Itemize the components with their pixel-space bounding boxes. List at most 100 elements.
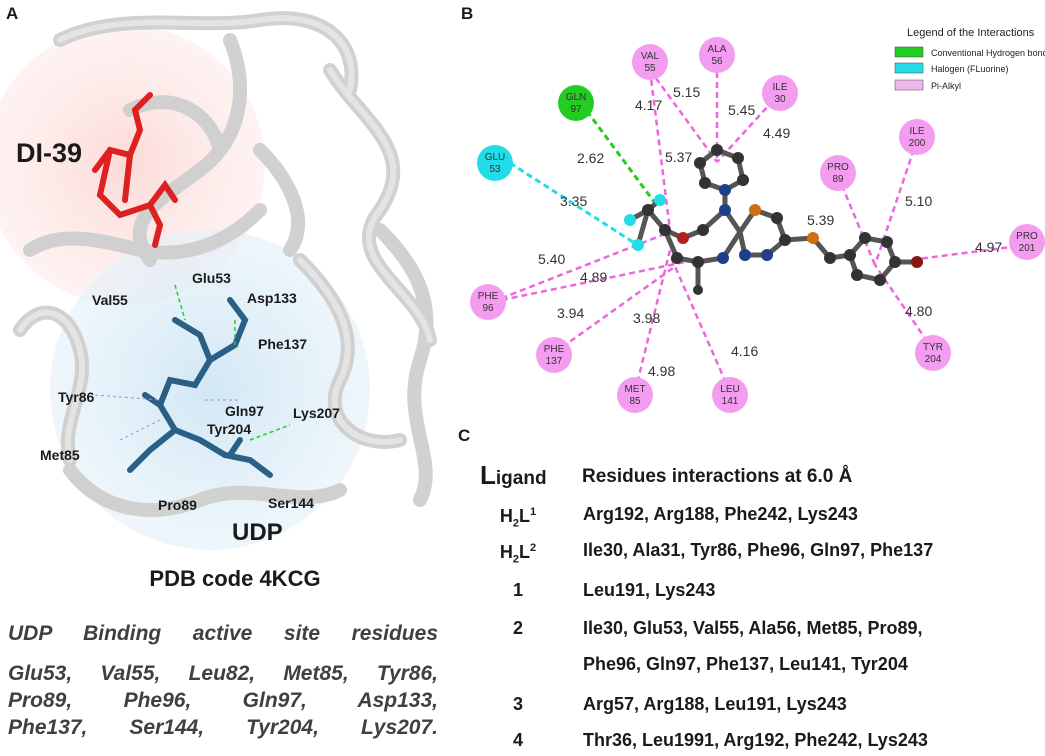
svg-text:85: 85 xyxy=(629,396,641,407)
svg-text:ALA: ALA xyxy=(708,44,727,55)
legend-swatch-halogen xyxy=(894,62,924,74)
table-row-residues: Phe96, Gln97, Phe137, Leu141, Tyr204 xyxy=(583,654,908,674)
ligand-atoms xyxy=(624,144,923,295)
svg-text:201: 201 xyxy=(1019,243,1036,254)
udp-binding-title: UDP Binding active site residues xyxy=(8,622,438,645)
table-row-ligand: 4 xyxy=(512,730,523,750)
table-row-residues: Thr36, Leu1991, Arg192, Phe242, Lys243 xyxy=(583,730,928,750)
panel-a-structure: A xyxy=(0,0,470,560)
distance-label: 3.94 xyxy=(557,305,584,321)
residue-node-phe137: PHE 137 xyxy=(536,337,572,373)
svg-text:137: 137 xyxy=(546,356,563,367)
distance-label: 5.10 xyxy=(905,193,932,209)
distance-label: 4.98 xyxy=(648,363,675,379)
distance-label: 4.17 xyxy=(635,97,662,113)
svg-text:PHE: PHE xyxy=(478,291,499,302)
residue-node-glu53: GLU 53 xyxy=(477,145,513,181)
svg-text:97: 97 xyxy=(570,104,582,115)
panel-c-residue-table: C Ligand Residues interactions at 6.0 Å … xyxy=(458,424,1045,756)
residue-label-asp133: Asp133 xyxy=(247,290,297,306)
distance-label: 4.97 xyxy=(975,239,1002,255)
svg-text:89: 89 xyxy=(832,174,844,185)
table-row-residues: Arg57, Arg188, Leu191, Lys243 xyxy=(583,694,847,714)
ligand-di39-sticks xyxy=(92,92,178,248)
residue-node-ile30: ILE 30 xyxy=(762,75,798,111)
distance-label: 3.35 xyxy=(560,193,587,209)
residue-node-phe96: PHE 96 xyxy=(470,284,506,320)
residue-node-gln97: GLN 97 xyxy=(558,85,594,121)
hbond-line xyxy=(579,102,657,204)
table-row-residues: Arg192, Arg188, Phe242, Lys243 xyxy=(583,504,858,524)
table-row-ligand: 3 xyxy=(512,694,523,714)
residue-node-ala56: ALA 56 xyxy=(699,37,735,73)
distance-label: 5.15 xyxy=(673,84,700,100)
table-row-ligand: H2L2 xyxy=(499,542,537,566)
udp-hbond-lines xyxy=(174,284,291,441)
table-header-ligand: Ligand xyxy=(480,460,547,490)
udp-pi-lines xyxy=(94,394,240,441)
residue-label-tyr204: Tyr204 xyxy=(207,421,251,437)
distance-label: 4.16 xyxy=(731,343,758,359)
svg-text:53: 53 xyxy=(489,164,501,175)
protein-ribbon-highlights xyxy=(17,15,433,463)
residue-label-glu53: Glu53 xyxy=(192,270,231,286)
distance-label: 5.45 xyxy=(728,102,755,118)
svg-text:200: 200 xyxy=(909,138,926,149)
residue-label-pro89: Pro89 xyxy=(158,497,197,513)
udp-residue-line: Glu53, Val55, Leu82, Met85, Tyr86, xyxy=(8,662,438,685)
residue-label-lys207: Lys207 xyxy=(293,405,340,421)
svg-text:30: 30 xyxy=(774,94,786,105)
svg-text:56: 56 xyxy=(711,56,723,67)
svg-text:141: 141 xyxy=(722,396,739,407)
svg-text:GLU: GLU xyxy=(485,152,506,163)
legend-title: Legend of the Interactions xyxy=(907,27,1035,39)
table-row-ligand: 1 xyxy=(512,580,523,600)
protein-structure-image: DI-39 UDP Glu53 Val55 Asp133 Phe137 Tyr8… xyxy=(0,11,437,550)
udp-label: UDP xyxy=(232,519,283,546)
panel-c-letter: C xyxy=(458,426,471,445)
distance-label: 5.39 xyxy=(807,212,834,228)
legend-swatch-pi-alkyl xyxy=(894,79,924,91)
residue-label-tyr86: Tyr86 xyxy=(58,389,95,405)
legend-swatch-hbond xyxy=(894,46,924,58)
table-row-residues: Leu191, Lys243 xyxy=(583,580,716,600)
panel-b-interaction-diagram: B Legend of the Interactions Conventiona… xyxy=(455,0,1045,420)
residue-node-met85: MET 85 xyxy=(617,377,653,413)
svg-text:96: 96 xyxy=(482,303,494,314)
distance-labels: 4.17 5.15 5.45 4.49 2.62 5.37 3.35 5.10 … xyxy=(538,84,1002,379)
svg-text:PHE: PHE xyxy=(544,344,565,355)
table-header-residues: Residues interactions at 6.0 Å xyxy=(582,466,853,487)
residue-node-val55: VAL 55 xyxy=(632,44,668,80)
table-row-residues: Ile30, Ala31, Tyr86, Phe96, Gln97, Phe13… xyxy=(583,540,934,560)
svg-text:ILE: ILE xyxy=(909,126,924,137)
udp-residue-line: Pro89, Phe96, Gln97, Asp133, xyxy=(8,689,438,712)
svg-text:VAL: VAL xyxy=(641,51,660,62)
residue-node-pro89: PRO 89 xyxy=(820,155,856,191)
ligand-di39-label: DI-39 xyxy=(16,138,82,168)
svg-text:LEU: LEU xyxy=(720,384,739,395)
panel-a-letter: A xyxy=(6,4,19,23)
residue-node-leu141: LEU 141 xyxy=(712,377,748,413)
panel-b-letter: B xyxy=(461,4,474,23)
residue-label-phe137: Phe137 xyxy=(258,336,307,352)
residue-label-gln97: Gln97 xyxy=(225,403,264,419)
legend-label-pi-alkyl: Pi-Alkyl xyxy=(931,81,961,91)
distance-label: 5.37 xyxy=(665,149,692,165)
residue-label-ser144: Ser144 xyxy=(268,495,314,511)
udp-sticks xyxy=(127,297,273,478)
svg-text:MET: MET xyxy=(624,384,645,395)
distance-label: 5.40 xyxy=(538,251,565,267)
distance-label: 2.62 xyxy=(577,150,604,166)
distance-label: 4.89 xyxy=(580,269,607,285)
svg-text:PRO: PRO xyxy=(1016,231,1038,242)
table-row-residues: Ile30, Glu53, Val55, Ala56, Met85, Pro89… xyxy=(583,618,923,638)
distance-label: 4.49 xyxy=(763,125,790,141)
udp-residue-line: Phe137, Ser144, Tyr204, Lys207. xyxy=(8,716,438,739)
svg-text:TYR: TYR xyxy=(923,342,943,353)
udp-binding-residues-block: UDP Binding active site residues Glu53, … xyxy=(8,622,438,741)
table-row-ligand: 2 xyxy=(512,618,523,638)
legend-label-hbond: Conventional Hydrogen bond xyxy=(931,48,1045,58)
residue-label-met85: Met85 xyxy=(40,447,80,463)
residue-label-val55: Val55 xyxy=(92,292,128,308)
distance-label: 3.98 xyxy=(633,310,660,326)
